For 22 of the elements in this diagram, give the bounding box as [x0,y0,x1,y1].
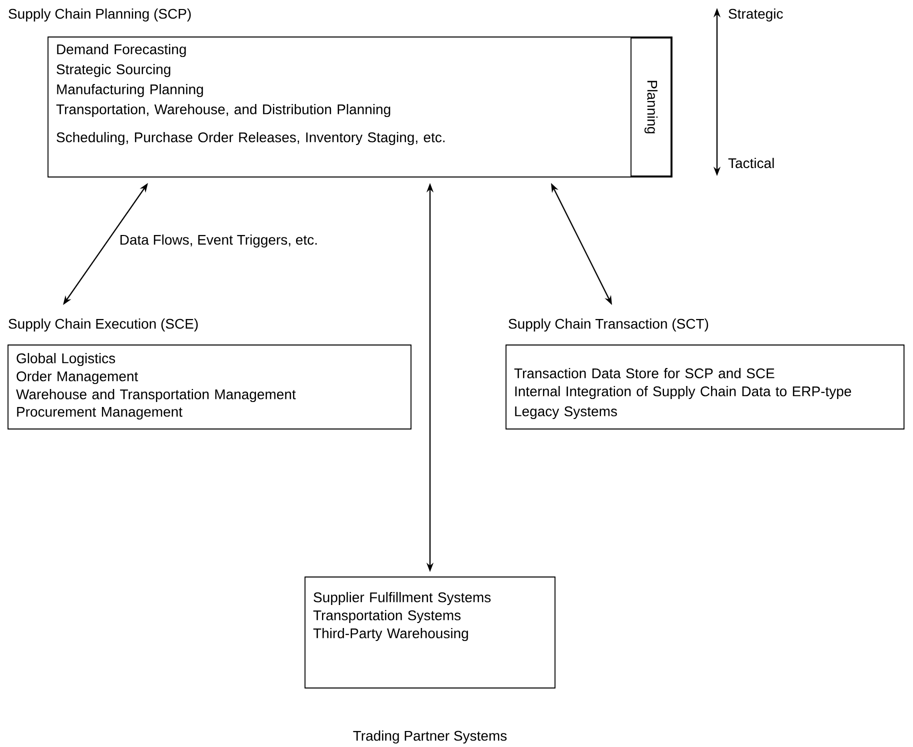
heading: Supply Chain Transaction (SCT) [508,318,708,332]
list-item: Scheduling, Purchase Order Releases, Inventory Staging, etc. [56,132,445,146]
list-item: Warehouse and Transportation Management [16,389,296,402]
list-item: Strategic Sourcing [56,64,170,78]
heading: Trading Partner Systems [353,730,507,744]
band: Planning [630,38,672,176]
edge-label: Data Flows, Event Triggers, etc. [118,233,320,249]
list-item: Third-Party Warehousing [313,628,468,642]
list-item: Demand Forecasting [57,44,186,58]
heading: Supply Chain Planning (SCP) [8,8,191,22]
heading: Supply Chain Execution (SCE) [8,318,198,332]
list-item: Procurement Management [17,407,182,420]
list-item: Supplier Fulfillment Systems [314,592,491,606]
list-item: Internal Integration of Supply Chain Data to ERP-type Legacy Systems [515,386,852,420]
list-item: Global Logistics [16,353,116,366]
list-item: Transaction Data Store for SCP and SCE [514,368,774,378]
list-item: Order Management [16,371,138,384]
list-item: Manufacturing Planning [57,84,203,98]
axis-label: Tactical [728,158,774,168]
axis-label: Strategic [728,8,783,22]
list-item: Transportation, Warehouse, and Distribution Planning [56,104,390,118]
list-item: Transportation Systems [313,610,461,624]
